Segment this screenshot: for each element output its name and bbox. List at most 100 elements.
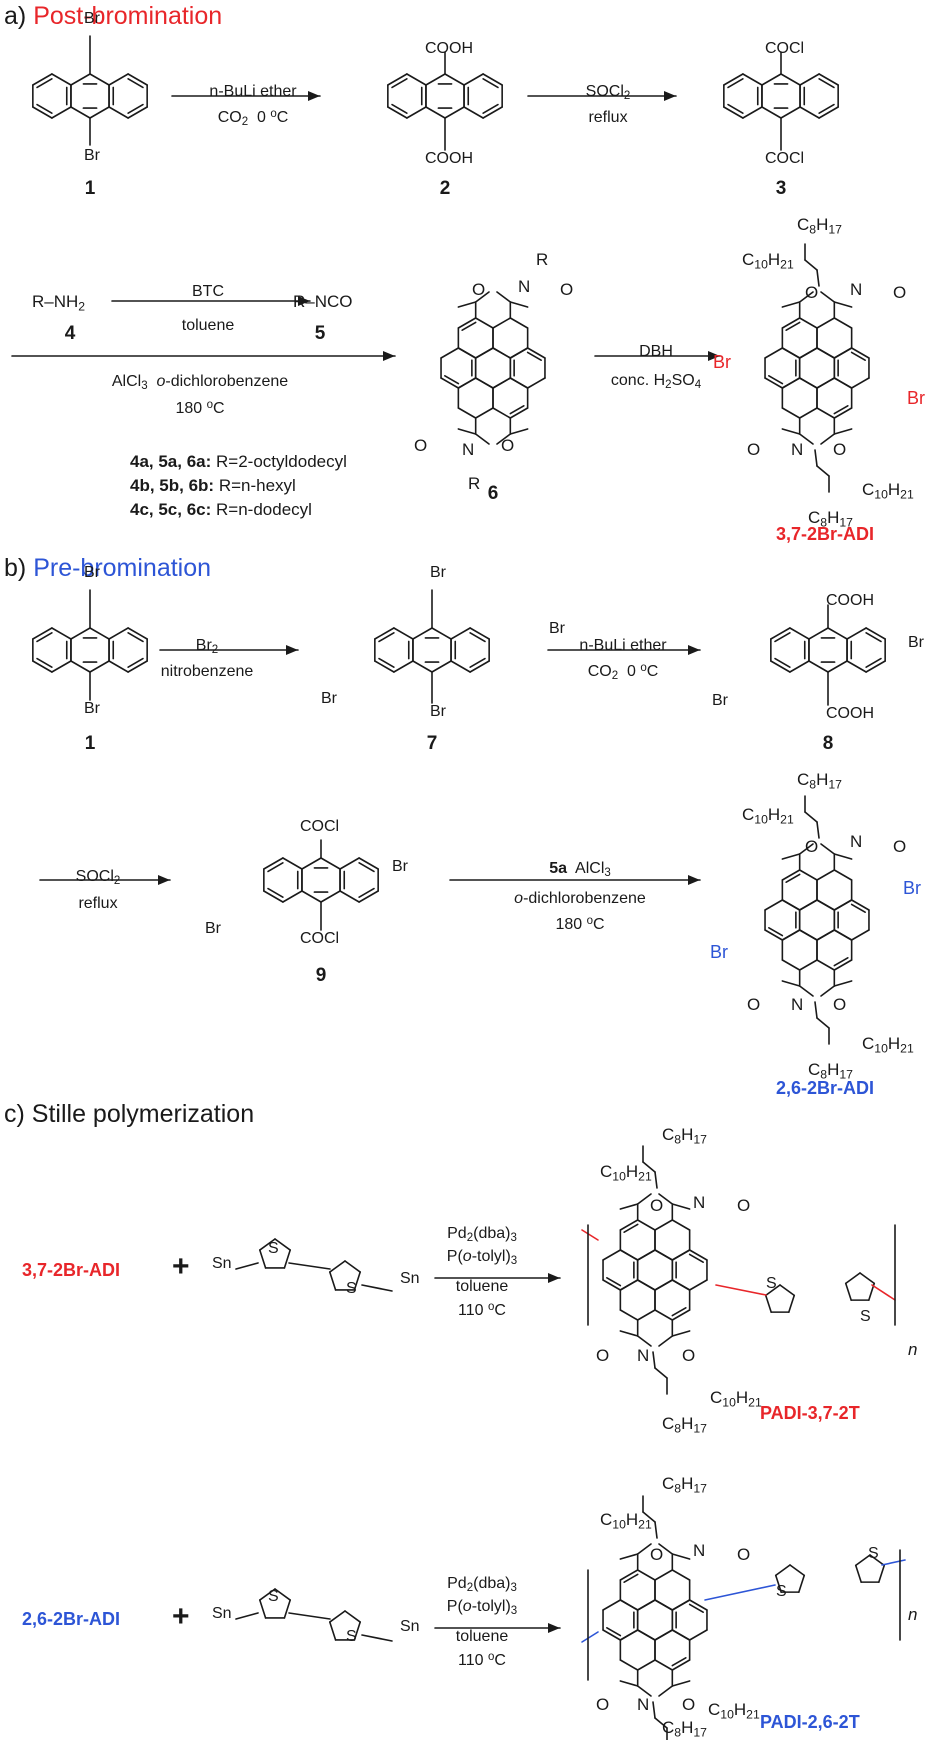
condition-label: BTC [192, 283, 224, 300]
condition-label: AlCl3 o-dichlorobenzene [111, 373, 289, 393]
condition-label: 110 oC [458, 1650, 506, 1669]
carbonyl [619, 1330, 639, 1337]
thiophene-bond [344, 1260, 362, 1273]
ring-bond [846, 660, 867, 673]
ring-bond [780, 73, 801, 86]
imide-bond [820, 433, 836, 445]
bromine-label: Br [903, 878, 921, 898]
biaryl-bond [288, 1612, 331, 1620]
double-bond-inner [526, 351, 542, 362]
ring-bond [492, 347, 512, 359]
thiophene-bond [328, 1271, 337, 1291]
alkyl-chain [816, 465, 830, 477]
section-title: Post-bromination [33, 2, 223, 30]
atom-label: Br [321, 690, 337, 707]
section-letter: a) [4, 2, 27, 30]
ring-bond [602, 1249, 622, 1261]
ring-bond [761, 106, 782, 119]
section-title: Pre-bromination [33, 554, 212, 582]
thiophene-bond [854, 1554, 871, 1567]
ring-bond [282, 857, 303, 870]
ring-bond [32, 627, 53, 640]
ring-bond [457, 377, 477, 389]
carbonyl [671, 1553, 691, 1560]
atom-label: N [637, 1346, 650, 1365]
ring-bond [51, 106, 72, 119]
ring-bond [865, 627, 886, 640]
r-definition: 4b, 5b, 6b: R=n-hexyl [130, 476, 296, 495]
ring-bond [654, 1659, 674, 1671]
atom-label: COOH [425, 40, 473, 57]
carbonyl [619, 1680, 639, 1687]
alkyl-chain [652, 1701, 656, 1719]
ring-bond [781, 317, 801, 329]
ring-bond [780, 106, 801, 119]
ring-bond [463, 73, 484, 86]
double-bond-inner [671, 1307, 687, 1317]
condition-label: toluene [455, 1628, 509, 1645]
ring-bond [816, 317, 836, 329]
ring-bond [833, 407, 853, 419]
double-bond-inner [469, 632, 486, 643]
arrow-head [286, 645, 298, 655]
condition-label: toluene [455, 1278, 509, 1295]
double-bond-inner [623, 1223, 639, 1233]
double-bond-inner [378, 632, 395, 643]
arrow-head [548, 1273, 560, 1283]
ring-bond [636, 1309, 656, 1321]
double-bond-inner [127, 78, 144, 89]
atom-label: Br [549, 620, 565, 637]
ring-bond [619, 1599, 639, 1611]
arrow-head [298, 296, 310, 306]
double-bond-inner [469, 657, 486, 668]
ring-bond [108, 73, 129, 86]
ring-bond [798, 929, 818, 941]
ring-bond [358, 857, 379, 870]
ring-bond [619, 1249, 639, 1261]
condition-label: reflux [78, 895, 118, 912]
ring-bond [742, 106, 763, 119]
section-title: Stille polymerization [31, 1100, 255, 1128]
double-bond-inner [36, 632, 53, 643]
polymer-padi-3-7-2t: PADI-3,7-2T [760, 1403, 860, 1423]
ring-bond [320, 890, 341, 903]
alkyl-label: C10H21 [710, 1388, 762, 1410]
double-bond-inner [509, 404, 525, 415]
thiophene-bond [274, 1588, 292, 1601]
ring-bond [301, 890, 322, 903]
alkyl-label: C10H21 [600, 1162, 652, 1184]
compound-number: 1 [84, 178, 96, 199]
carbonyl [833, 980, 853, 987]
arrow-head [664, 91, 676, 101]
thiophene-bond [258, 1599, 267, 1619]
ring-bond [440, 377, 460, 389]
ring-bond [509, 407, 529, 419]
ring-bond [833, 929, 853, 941]
thiophene-bond [774, 1574, 782, 1593]
ring-bond [671, 1599, 691, 1611]
ring-bond [70, 660, 91, 673]
polymer-link [881, 1559, 906, 1566]
ring-bond [816, 869, 836, 881]
condition-label: 180 oC [555, 914, 605, 933]
alkyl-chain [804, 259, 818, 271]
carbonyl [619, 1553, 639, 1560]
double-bond-inner [727, 103, 744, 114]
compound-number: 9 [315, 965, 327, 986]
atom-label: O [501, 436, 515, 455]
compound-number: 5 [314, 323, 326, 344]
imide-bond [658, 1193, 674, 1205]
ring-bond [827, 627, 848, 640]
alkyl-label: C10H21 [742, 250, 794, 272]
alkyl-chain [652, 1351, 656, 1369]
ring-bond [482, 106, 503, 119]
ring-bond [619, 1569, 639, 1581]
double-bond-inner [623, 1573, 639, 1583]
ring-bond [799, 73, 820, 86]
compound-number: 4 [64, 323, 76, 344]
ring-bond [818, 73, 839, 86]
double-bond-inner [818, 78, 835, 89]
ring-bond [51, 627, 72, 640]
r-definition: 4c, 5c, 6c: R=n-dodecyl [130, 500, 312, 519]
ring-bond [32, 73, 53, 86]
